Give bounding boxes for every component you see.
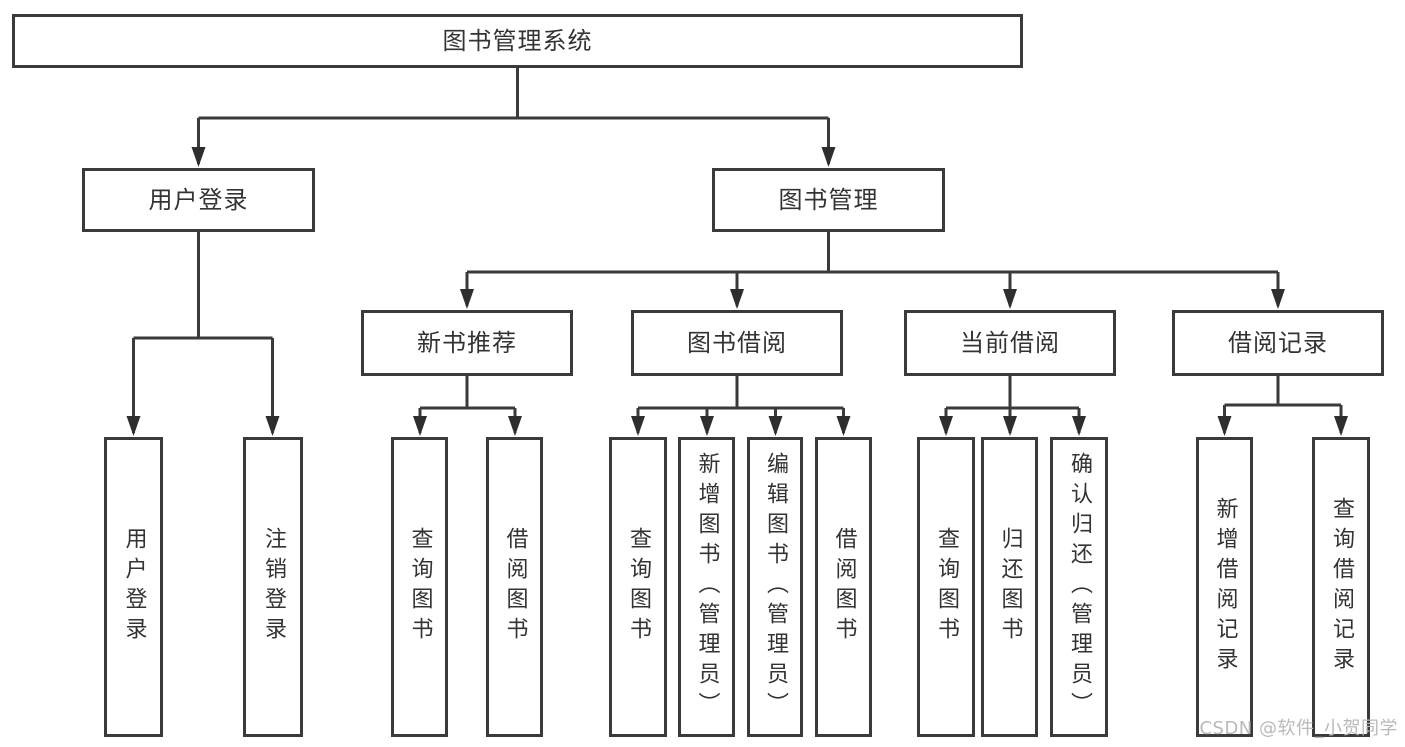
node-new-book-recommendation: 新书推荐 <box>361 310 573 376</box>
connector-lines <box>132 66 1343 433</box>
leaf-query-borrow-record: 查询借阅记录 <box>1312 437 1370 737</box>
leaf-user-login: 用户登录 <box>104 437 163 737</box>
leaf-add-borrow-record: 新增借阅记录 <box>1196 437 1253 737</box>
node-root-library-management-system: 图书管理系统 <box>12 14 1023 68</box>
leaf-query-books-borrowing: 查询图书 <box>609 437 667 737</box>
leaf-query-books-current: 查询图书 <box>917 437 975 737</box>
node-book-management: 图书管理 <box>712 168 945 232</box>
leaf-borrow-books: 借阅图书 <box>815 437 872 737</box>
leaf-confirm-return-admin: 确认归还（管理员） <box>1050 437 1108 737</box>
leaf-borrow-books-recommend: 借阅图书 <box>486 437 543 737</box>
csdn-watermark: CSDN @软件_小贺同学 <box>1199 718 1398 739</box>
node-current-borrowing: 当前借阅 <box>904 310 1116 376</box>
arrowheads <box>126 147 1348 436</box>
leaf-return-books: 归还图书 <box>981 437 1038 737</box>
node-book-borrowing: 图书借阅 <box>631 310 843 376</box>
leaf-edit-books-admin: 编辑图书（管理员） <box>747 437 803 737</box>
leaf-logout: 注销登录 <box>243 437 303 737</box>
leaf-query-books-recommend: 查询图书 <box>391 437 448 737</box>
node-user-login: 用户登录 <box>82 168 315 232</box>
node-borrowing-records: 借阅记录 <box>1172 310 1384 376</box>
leaf-add-books-admin: 新增图书（管理员） <box>678 437 735 737</box>
